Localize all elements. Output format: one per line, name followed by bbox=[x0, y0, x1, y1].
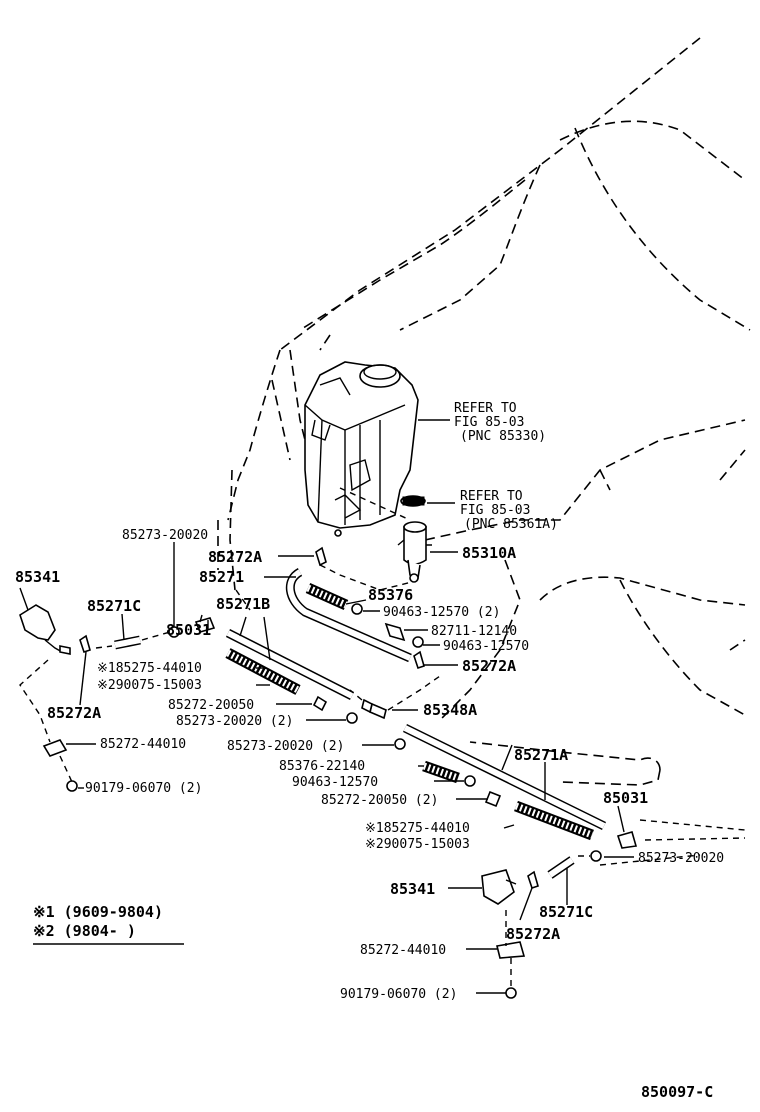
part-label: 90179-06070 (2) bbox=[340, 987, 457, 1002]
part-label: ※185275-44010 bbox=[365, 821, 470, 836]
vehicle-outline bbox=[217, 37, 751, 866]
part-label: 90463-12570 (2) bbox=[383, 605, 500, 620]
diagram-id: 850097-C bbox=[641, 1083, 713, 1101]
part-label: 85031 bbox=[603, 789, 648, 807]
refer-label-1c: (PNC 85330) bbox=[460, 429, 546, 444]
part-label: 82711-12140 bbox=[431, 624, 517, 639]
part-label: 85272-20050 bbox=[168, 698, 254, 713]
refer-label-2a: REFER TO bbox=[460, 489, 523, 504]
part-label: 85310A bbox=[462, 544, 516, 562]
part-label: 85272A bbox=[208, 548, 262, 566]
corrugated-protectors bbox=[225, 582, 594, 841]
nozzle-left-icon bbox=[19, 604, 56, 641]
part-label: 85341 bbox=[15, 568, 60, 586]
part-label: 85273-20020 bbox=[122, 528, 208, 543]
refer-label-2b: FIG 85-03 bbox=[460, 503, 530, 518]
small-parts bbox=[19, 546, 638, 999]
part-label: 85271C bbox=[87, 597, 141, 615]
hoses bbox=[114, 568, 606, 879]
part-label: 85271 bbox=[199, 568, 244, 586]
note-2: ※2 (9804- ) bbox=[33, 922, 136, 940]
part-label: 85341 bbox=[390, 880, 435, 898]
part-label: 85273-20020 (2) bbox=[176, 714, 293, 729]
washer-tank bbox=[304, 361, 419, 537]
refer-label-1a: REFER TO bbox=[454, 401, 517, 416]
note-1: ※1 (9609-9804) bbox=[33, 903, 163, 921]
refer-label-2c: (PNC 85361A) bbox=[464, 517, 558, 532]
part-label: 85348A bbox=[423, 701, 477, 719]
connection-lines bbox=[19, 487, 590, 988]
leader-lines bbox=[19, 419, 634, 994]
part-label: 85376-22140 bbox=[279, 759, 365, 774]
nozzle-right-icon bbox=[481, 869, 515, 905]
part-label: 85376 bbox=[368, 586, 413, 604]
part-label: ※290075-15003 bbox=[365, 837, 470, 852]
part-label: 85272-44010 bbox=[100, 737, 186, 752]
part-label: 85272A bbox=[462, 657, 516, 675]
washer-pump bbox=[397, 495, 432, 583]
part-label: 85273-20020 (2) bbox=[227, 739, 344, 754]
part-label: 85272A bbox=[506, 925, 560, 943]
part-label: 90463-12570 bbox=[292, 775, 378, 790]
part-label: 90179-06070 (2) bbox=[85, 781, 202, 796]
part-label: 85271B bbox=[216, 595, 270, 613]
part-label: ※185275-44010 bbox=[97, 661, 202, 676]
refer-label-1b: FIG 85-03 bbox=[454, 415, 524, 430]
part-label: 85272-20050 (2) bbox=[321, 793, 438, 808]
part-label: 85272-44010 bbox=[360, 943, 446, 958]
part-label: 85273-20020 bbox=[638, 851, 724, 866]
part-label: 90463-12570 bbox=[443, 639, 529, 654]
part-label: 85272A bbox=[47, 704, 101, 722]
part-label: 85031 bbox=[166, 621, 211, 639]
part-label: 85271C bbox=[539, 903, 593, 921]
part-label: 85271A bbox=[514, 746, 568, 764]
part-label: ※290075-15003 bbox=[97, 678, 202, 693]
